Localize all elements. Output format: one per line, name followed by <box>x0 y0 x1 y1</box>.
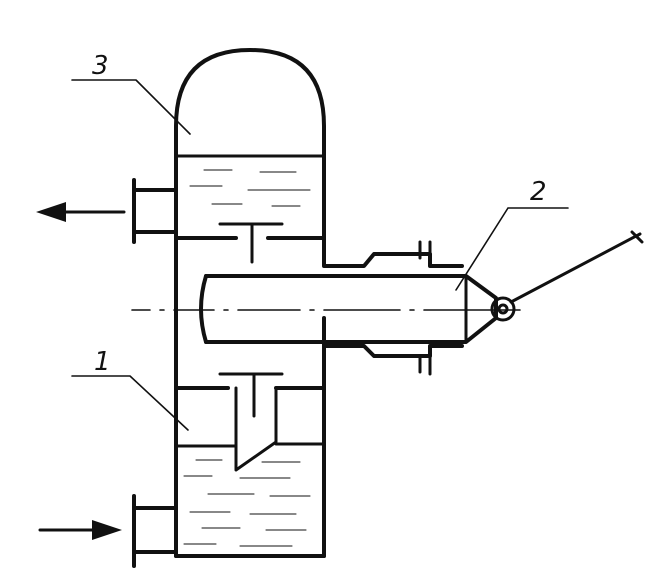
label-2: 2 <box>530 177 547 207</box>
upper-partition <box>174 222 326 264</box>
liquid-upper <box>174 154 326 207</box>
inlet-arrow <box>38 520 122 540</box>
label-3: 3 <box>92 51 109 81</box>
upper-outlet-pipe <box>132 178 178 244</box>
horizontal-chamber <box>322 236 464 376</box>
lower-inlet-pipe <box>132 494 178 568</box>
label-1: 1 <box>94 347 111 377</box>
outlet-arrow <box>36 202 126 222</box>
leader-lines <box>71 79 569 431</box>
vessel-outline <box>174 48 326 558</box>
lower-partition <box>174 372 326 472</box>
liquid-lower <box>174 442 326 547</box>
pivot-joint <box>490 296 516 322</box>
cylinder <box>199 274 498 344</box>
rod <box>509 230 644 304</box>
